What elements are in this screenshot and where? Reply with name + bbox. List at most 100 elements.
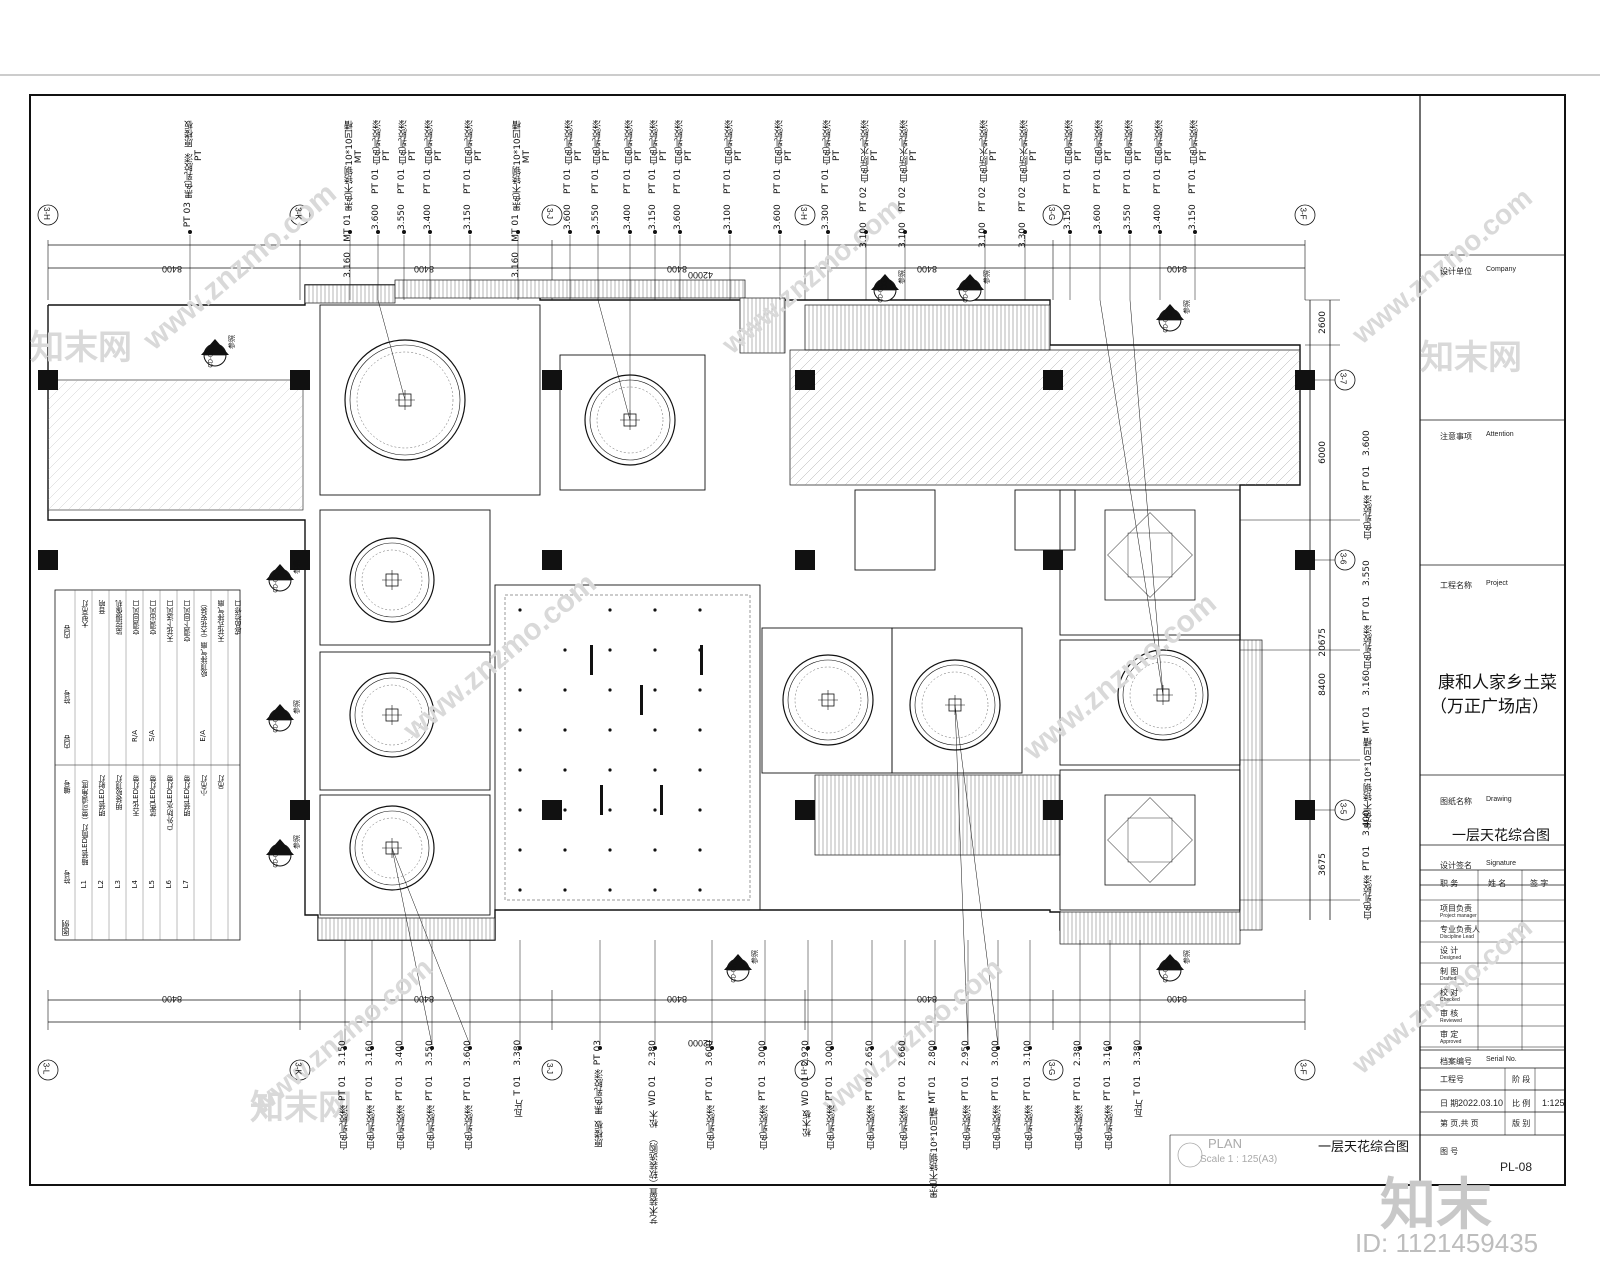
height-value: 3.550 bbox=[397, 204, 407, 231]
legend-text: 吊灯 bbox=[217, 775, 225, 789]
section-mark-ref-word: 参照 bbox=[1184, 300, 1191, 314]
legend-text: 空调回风口 bbox=[132, 600, 140, 635]
legend-text: 暗装LED筒灯（带可调角度） bbox=[81, 775, 89, 866]
legend-code: L4 bbox=[131, 880, 139, 889]
material-code-side: PT bbox=[659, 150, 669, 161]
legend-text: 户外防水LED灯带 bbox=[166, 775, 174, 831]
round-ceiling-groove bbox=[1129, 661, 1197, 729]
signature-en: Signature bbox=[1486, 860, 1516, 867]
terrace-hatch bbox=[87, 379, 219, 511]
round-ceiling-groove bbox=[356, 351, 454, 449]
downlight bbox=[518, 688, 522, 692]
legend-text: 吸顶排气扇（天花安装） bbox=[200, 600, 208, 677]
walkway-hatch bbox=[1144, 349, 1281, 486]
material-code-side: PT bbox=[1199, 150, 1209, 161]
material-code: PT 01 bbox=[961, 1075, 971, 1102]
leader-dot bbox=[763, 1046, 767, 1050]
room bbox=[1014, 489, 1076, 551]
legend-code: L3 bbox=[114, 880, 122, 889]
material-name: 松木 bbox=[650, 1109, 660, 1128]
section-mark-ref-word: 参照 bbox=[229, 335, 236, 349]
material-name: 白色乳胶漆 bbox=[1364, 875, 1374, 921]
material-extra: 艺术装置（软装选购） bbox=[650, 1133, 660, 1224]
height-value: 3.550 bbox=[425, 1040, 435, 1066]
terrace-hatch bbox=[177, 384, 304, 511]
dim-bay-top: 8400 bbox=[666, 264, 687, 274]
terrace-hatch bbox=[197, 404, 304, 511]
downlight bbox=[518, 768, 522, 772]
walkway-hatch bbox=[1114, 349, 1251, 486]
terrace-hatch bbox=[77, 379, 209, 511]
leader-dot bbox=[402, 230, 406, 234]
section-mark-ref-word: 参照 bbox=[752, 950, 759, 964]
section-mark-arrow bbox=[201, 339, 229, 355]
height-value: 2.800 bbox=[928, 1040, 938, 1066]
round-ceiling-inner bbox=[787, 659, 869, 741]
led-strip bbox=[700, 645, 703, 675]
leader-dot bbox=[830, 1046, 834, 1050]
walkway-hatch bbox=[864, 349, 1001, 486]
terrace-hatch bbox=[47, 379, 99, 431]
material-code-side: MT bbox=[354, 150, 364, 164]
legend-code: L1 bbox=[80, 880, 88, 889]
section-mark-arrow bbox=[956, 274, 984, 290]
project-en: Project bbox=[1486, 580, 1508, 587]
legend-text: 大型吊灯 bbox=[81, 600, 89, 628]
material-code: PT 01 bbox=[395, 1075, 405, 1102]
legend-code: L2 bbox=[97, 880, 105, 889]
material-code-side: PT bbox=[989, 150, 999, 161]
plan-caption-scale: Scale 1 : 125(A3) bbox=[1200, 1154, 1278, 1165]
square-ceiling bbox=[1104, 794, 1196, 886]
material-code-side: PT bbox=[832, 150, 842, 161]
column bbox=[1295, 550, 1315, 570]
walkway-hatch bbox=[1274, 459, 1301, 486]
downlight bbox=[563, 768, 567, 772]
height-value: 3.300 bbox=[821, 204, 831, 231]
material-code: PT 01 bbox=[338, 1075, 348, 1102]
leader-dot bbox=[710, 1046, 714, 1050]
role-en: Designed bbox=[1440, 955, 1462, 961]
terrace-hatch bbox=[277, 484, 304, 511]
material-code: PT 01 bbox=[365, 1075, 375, 1102]
material-code: PT 01 bbox=[825, 1075, 835, 1102]
material-code: PT 01 bbox=[563, 169, 573, 195]
grid-label-right: 3-7 bbox=[1338, 372, 1348, 385]
grid-markers bbox=[37, 204, 1356, 1081]
material-code-side: PT bbox=[574, 150, 584, 161]
height-value: 3.550 bbox=[1362, 560, 1372, 586]
section-mark-ref: CD-03 bbox=[963, 285, 970, 303]
legend-text: 明装LED灯带 bbox=[183, 775, 191, 817]
column bbox=[1043, 550, 1063, 570]
material-name: 松木板 bbox=[803, 1109, 813, 1137]
walkway-hatch bbox=[794, 349, 931, 486]
downlight bbox=[563, 888, 567, 892]
material-code: MT 01 bbox=[928, 1075, 938, 1104]
led-strip bbox=[660, 785, 663, 815]
dim-top-total: 42000 bbox=[688, 270, 714, 280]
height-value: 3.550 bbox=[1123, 204, 1133, 231]
legend-text: 小吊灯 bbox=[200, 775, 208, 796]
leader-dot bbox=[1108, 1046, 1112, 1050]
leader-dot bbox=[376, 230, 380, 234]
height-value: 3.600 bbox=[1362, 430, 1372, 456]
downlight bbox=[518, 848, 522, 852]
terrace-hatch bbox=[47, 379, 149, 481]
material-code: MT 01 bbox=[343, 214, 353, 242]
material-code: PT 01 bbox=[1123, 169, 1133, 195]
stage-label: 阶 段 bbox=[1512, 1075, 1531, 1084]
grid-label-bottom: 3-F bbox=[1298, 1062, 1308, 1075]
downlight bbox=[698, 728, 702, 732]
drawing-label: 图纸名称 bbox=[1440, 797, 1472, 806]
dim-right: 3675 bbox=[1318, 853, 1328, 876]
column bbox=[1043, 800, 1063, 820]
walkway-hatch bbox=[1104, 349, 1241, 486]
